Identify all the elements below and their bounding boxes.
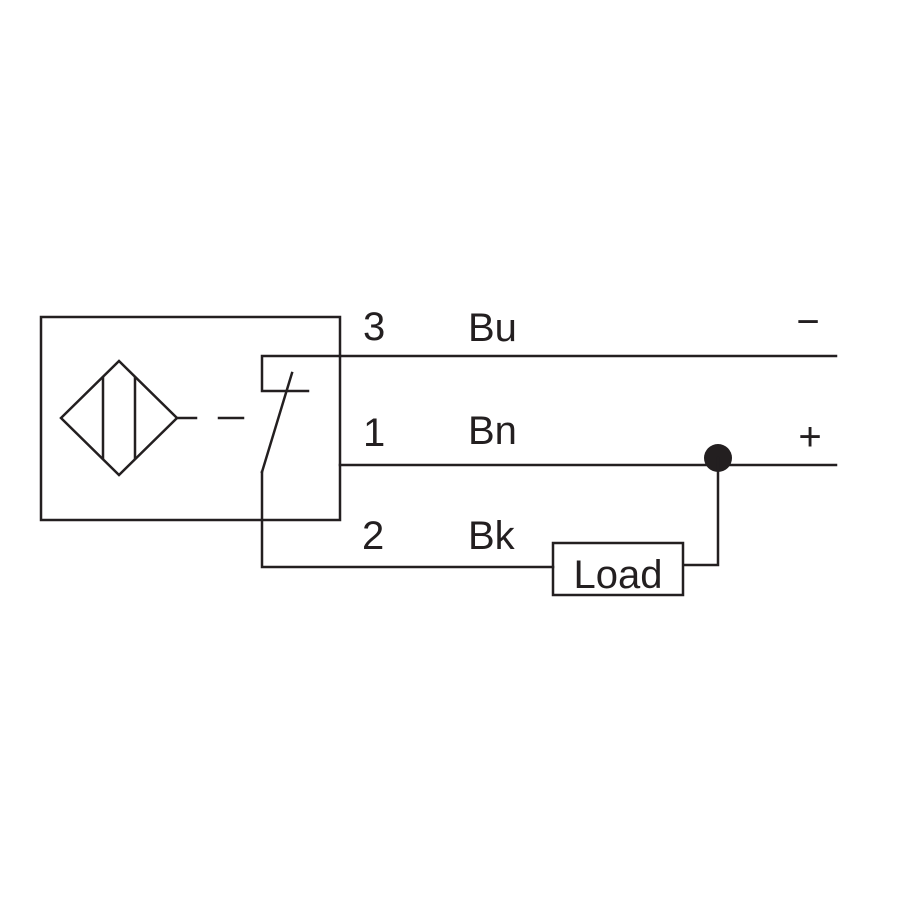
wire-2-pin: 2 [362,514,384,558]
wire-1-pin: 1 [363,411,385,455]
wire-1-polarity: + [798,415,821,459]
wire-3-polarity: − [796,300,819,344]
load-return-wire [682,456,720,567]
wire-2-color: Bk [468,514,516,558]
load-label: Load [574,553,663,597]
inductive-sensor-icon [59,359,179,477]
wire-1-color: Bn [468,409,517,453]
load-box: Load [551,541,685,597]
wire-3-pin: 3 [363,305,385,349]
switch-contact-icon [260,354,555,569]
sensor-housing [39,315,342,522]
wire-3-color: Bu [468,306,517,350]
